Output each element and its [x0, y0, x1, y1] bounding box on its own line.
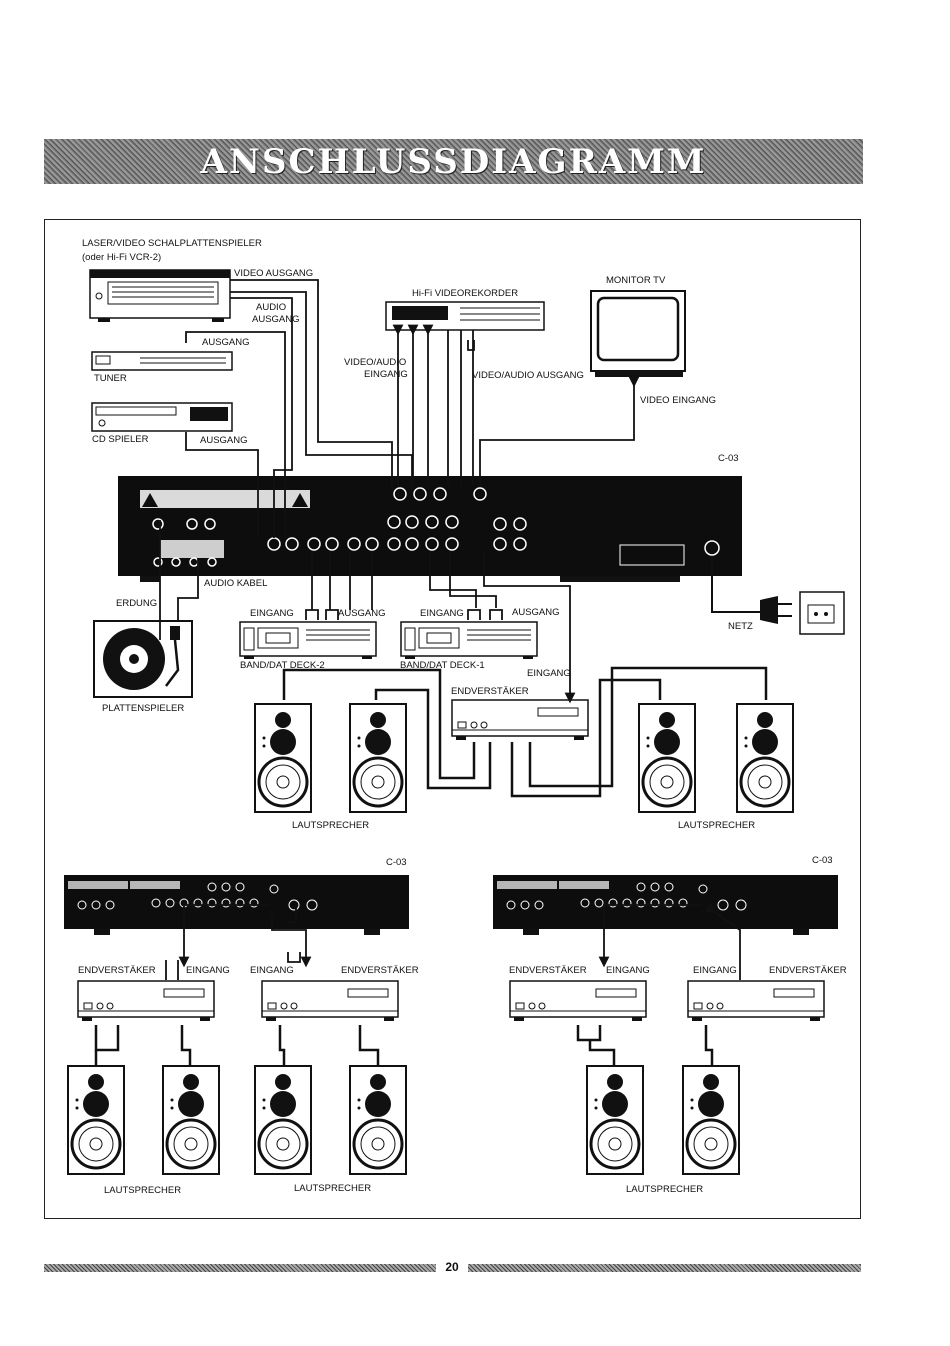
speaker: [161, 1064, 221, 1176]
label-eingang: EINGANG: [693, 965, 737, 976]
page-title: ANSCHLUSSDIAGRAMM: [200, 141, 707, 182]
label-lautsprecher: LAUTSPRECHER: [292, 820, 370, 831]
tape-deck-1: [400, 621, 538, 660]
power-plug: [711, 556, 845, 635]
label-lautsprecher: LAUTSPRECHER: [294, 1183, 372, 1194]
label-eingang: EINGANG: [606, 965, 650, 976]
label-deck2-eingang: EINGANG: [250, 608, 294, 619]
speaker: [735, 702, 795, 814]
label-deck2-ausgang: AUSGANG: [338, 608, 386, 619]
label-eingang: EINGANG: [250, 965, 294, 976]
label-laser-player-sub: (oder Hi-Fi VCR-2): [82, 252, 162, 263]
label-video-audio-ausgang: VIDEO/AUDIO AUSGANG: [472, 370, 584, 381]
label-endverstaerker: ENDVERSTÄKER: [78, 965, 156, 976]
power-amplifier: [509, 980, 647, 1022]
power-amplifier: [687, 980, 825, 1022]
speaker-wires-bottom: [94, 1025, 714, 1066]
label-cd-spieler: CD SPIELER: [92, 434, 149, 445]
footer-bar-right: [468, 1264, 861, 1272]
label-audio-ausgang: AUSGANG: [252, 314, 300, 325]
tape-deck-2: [239, 621, 377, 660]
turntable: [93, 620, 193, 698]
speaker: [637, 702, 697, 814]
label-laser-player: LASER/VIDEO SCHALPLATTENSPIELER: [82, 238, 262, 249]
label-endverstaerker-main: ENDVERSTÄKER: [451, 686, 529, 697]
tuner: [91, 351, 233, 371]
page-number: 20: [445, 1260, 459, 1274]
cd-player: [91, 402, 233, 432]
connection-cables: [159, 279, 640, 704]
label-endverstaerker: ENDVERSTÄKER: [341, 965, 419, 976]
label-band-dat-deck1: BAND/DAT DECK-1: [400, 660, 485, 671]
label-video-eingang: VIDEO EINGANG: [640, 395, 717, 406]
label-lautsprecher: LAUTSPRECHER: [678, 820, 756, 831]
power-amplifier-main: [451, 699, 589, 741]
label-tuner-ausgang: AUSGANG: [202, 337, 250, 348]
label-eingang: EINGANG: [186, 965, 230, 976]
speaker: [66, 1064, 126, 1176]
label-netz: NETZ: [728, 621, 753, 632]
speaker: [348, 702, 408, 814]
speaker: [253, 702, 313, 814]
label-plattenspieler: PLATTENSPIELER: [102, 703, 185, 714]
speaker: [585, 1064, 645, 1176]
speaker-wires-main: [282, 666, 768, 798]
label-video-ausgang: VIDEO AUSGANG: [234, 268, 314, 279]
label-video-audio: VIDEO/AUDIO: [344, 357, 407, 368]
label-cd-ausgang: AUSGANG: [200, 435, 248, 446]
footer-bar-left: [44, 1264, 436, 1272]
laser-video-player: [89, 269, 231, 322]
power-amplifier: [261, 980, 399, 1022]
hifi-videorecorder: [385, 301, 545, 331]
title-banner: ANSCHLUSSDIAGRAMM: [44, 139, 863, 184]
speaker: [253, 1064, 313, 1176]
diagram-frame: [44, 219, 861, 1219]
power-amplifier: [77, 980, 215, 1022]
page-footer: 20: [44, 1260, 861, 1274]
speaker: [681, 1064, 741, 1176]
label-lautsprecher: LAUTSPRECHER: [104, 1185, 182, 1196]
label-audio: AUDIO: [256, 302, 287, 313]
label-band-dat-deck2: BAND/DAT DECK-2: [240, 660, 325, 671]
label-endverstaerker: ENDVERSTÄKER: [509, 965, 587, 976]
label-amp-eingang: EINGANG: [527, 668, 571, 679]
label-video-audio-eingang: EINGANG: [364, 369, 408, 380]
label-hifi-videorekorder: Hi-Fi VIDEOREKORDER: [412, 288, 519, 299]
label-deck1-eingang: EINGANG: [420, 608, 464, 619]
label-erdung: ERDUNG: [116, 598, 158, 609]
label-c03-right: C-03: [812, 855, 833, 866]
label-c03-left: C-03: [386, 857, 407, 868]
label-endverstaerker: ENDVERSTÄKER: [769, 965, 847, 976]
label-deck1-ausgang: AUSGANG: [512, 607, 560, 618]
label-c03-main: C-03: [718, 453, 739, 464]
label-monitor-tv: MONITOR TV: [606, 275, 666, 286]
label-audio-kabel: AUDIO KABEL: [204, 578, 268, 589]
monitor-tv: [590, 290, 686, 377]
label-tuner: TUNER: [94, 373, 127, 384]
label-lautsprecher: LAUTSPRECHER: [626, 1184, 704, 1195]
connection-cables-bottom: [165, 902, 741, 980]
speaker: [348, 1064, 408, 1176]
